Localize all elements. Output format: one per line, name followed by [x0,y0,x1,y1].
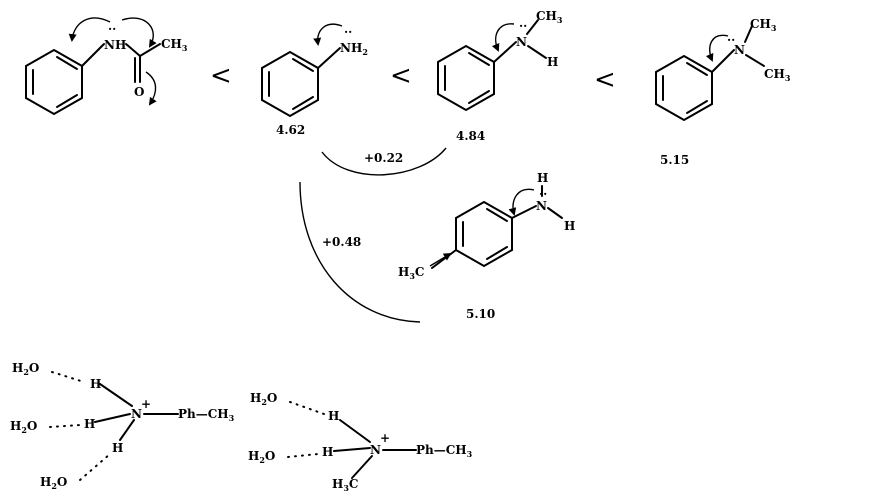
hydrogen-label: H [537,171,548,185]
solvation-primary-ammonium: H2O H H2O H H2O H N + Ph—CH3 [10,361,235,491]
hydrogen-label: H [547,55,558,69]
hydrogen-label: H [112,441,123,455]
methyl-label: H3C [398,265,424,281]
less-than-sign: < [210,61,232,91]
methyl-label: CH3 [536,9,563,25]
hydrogen-label: H [564,219,575,233]
benzene-ring [437,44,495,112]
nn-dimethylaniline-structure: N ·· CH3 CH3 5.15 [655,17,791,167]
hydrogen-label: H [322,445,333,459]
nitrogen-label: N [516,35,527,49]
nitrogen-label: N [536,199,547,213]
water-label: H2O [10,419,37,435]
benzene-ring [455,200,513,268]
water-label: H2O [248,449,275,465]
lone-pair-dots: ·· [519,19,527,33]
nitrogen-label: N [131,407,142,421]
hydrogen-bond [79,453,111,481]
hydrogen-bond [287,453,319,458]
curved-arrow [705,34,729,62]
curved-arrow [145,71,157,106]
acetanilide-structure: NH ·· CH3 O [25,17,188,116]
curved-arrow [508,188,535,216]
shift-methyl-n: +0.22 [364,151,403,165]
less-than-sign: < [390,61,412,91]
phenyl-methyl-label: Ph—CH3 [178,407,235,423]
less-than-sign: < [594,65,616,95]
methyl-label-upper: CH3 [750,17,777,33]
methyl-label: CH3 [161,37,188,53]
pka-p-toluidine: 5.10 [466,307,495,321]
pka-nn-dimethylaniline: 5.15 [660,153,689,167]
water-label: H2O [12,361,39,377]
methyl-label-lower: CH3 [764,67,791,83]
nh-label: NH [104,38,126,52]
hydrogen-bond [49,424,81,428]
hydrogen-label: H [90,377,101,391]
nitrogen-label: N [370,443,381,457]
nh2-label: NH2 [340,41,368,57]
shift-arc-methyl-para [299,181,421,323]
phenyl-methyl-label: Ph—CH3 [416,443,473,459]
solvation-secondary-ammonium: H2O H H2O H H3C N + Ph—CH3 [248,391,473,493]
aniline-structure: NH2 ·· 4.62 [261,23,368,137]
water-label: H2O [250,391,277,407]
hydrogen-bond [51,371,85,383]
benzene-ring [261,50,319,118]
curved-arrow [68,17,111,42]
pka-n-methylaniline: 4.84 [456,129,485,143]
curved-arrow [313,23,343,46]
positive-charge: + [141,397,151,411]
n-methylaniline-structure: N ·· CH3 H 4.84 [437,9,563,143]
methyl-label: H3C [332,477,358,493]
benzene-ring [25,48,83,116]
lone-pair-dots: ·· [344,25,352,39]
shift-arc-methyl-n [321,147,447,176]
lone-pair-dots: ·· [539,187,547,201]
nitrogen-label: N [734,43,745,57]
lone-pair-dots: ·· [108,22,116,36]
benzene-ring [655,54,713,122]
curved-arrow [491,23,515,52]
oxygen-label: O [134,85,144,99]
shift-methyl-para: +0.48 [322,235,361,249]
hydrogen-bond [289,401,325,415]
p-toluidine-structure: N ·· H H H3C 5.10 [398,171,575,321]
hydrogen-label: H [328,409,339,423]
hydrogen-label: H [84,417,95,431]
water-label: H2O [40,475,67,491]
curved-arrow [121,17,157,48]
positive-charge: + [380,431,390,445]
lone-pair-dots: ·· [727,33,735,47]
pka-aniline: 4.62 [276,123,305,137]
inductive-arrow [429,252,452,267]
